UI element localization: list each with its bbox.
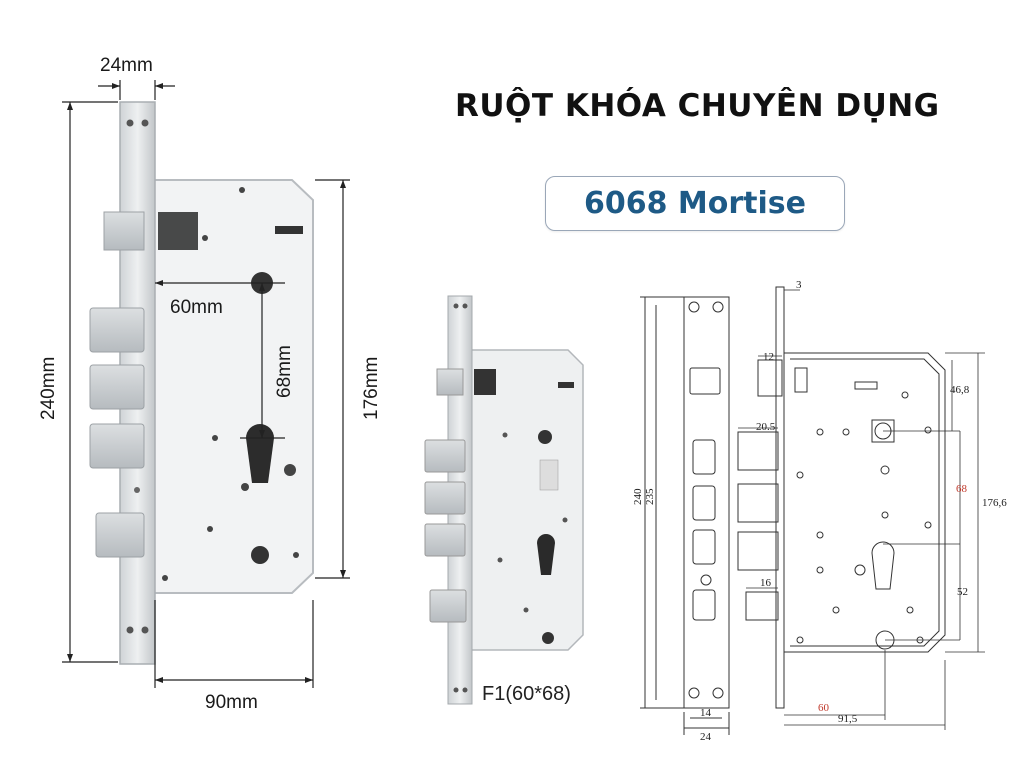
td-faceplate-thickness: 3 [796, 279, 802, 291]
dim-backset: 60mm [170, 297, 223, 318]
deadbolt-1 [89, 307, 145, 353]
cylinder-hole [246, 424, 274, 483]
dim-case-height: 176mm [361, 357, 382, 420]
photo-lock-large: 24mm 240mm 60mm 68mm 176mm 90mm [38, 55, 382, 713]
td-front-height-2: 235 [644, 488, 656, 505]
td-front-width-1: 14 [700, 707, 712, 719]
deadbolt-2 [89, 364, 145, 410]
td-latch: 12 [763, 351, 774, 363]
front-view [640, 296, 730, 735]
side-view [737, 286, 946, 709]
model-badge-label: 6068 Mortise [583, 186, 807, 221]
latch-bolt [103, 211, 145, 251]
td-case-depth: 91,5 [838, 713, 858, 725]
page-title: RUỘT KHÓA CHUYÊN DỤNG [455, 88, 940, 124]
model-badge: 6068 Mortise [545, 176, 845, 231]
td-bottom-bolt: 16 [760, 577, 772, 589]
td-center-distance: 68 [956, 483, 968, 495]
td-front-width-2: 24 [700, 731, 712, 743]
td-backset: 60 [818, 702, 830, 714]
product-caption: F1(60*68) [482, 683, 571, 705]
technical-drawing: 240 235 14 24 [632, 279, 1007, 743]
deadbolt-4 [95, 512, 145, 558]
td-top-offset: 46,8 [950, 384, 970, 396]
td-bolt-throw: 20.5 [756, 421, 776, 433]
td-bottom-offset: 52 [957, 586, 968, 598]
dim-handle-to-cylinder: 68mm [274, 345, 295, 398]
photo-lock-small [424, 295, 584, 705]
dim-total-height: 240mm [38, 357, 59, 420]
dim-case-depth: 90mm [205, 692, 258, 713]
dim-faceplate-width: 24mm [100, 55, 153, 76]
deadbolt-3 [89, 423, 145, 469]
td-front-height-1: 240 [632, 488, 644, 505]
td-case-height: 176,6 [982, 497, 1007, 509]
